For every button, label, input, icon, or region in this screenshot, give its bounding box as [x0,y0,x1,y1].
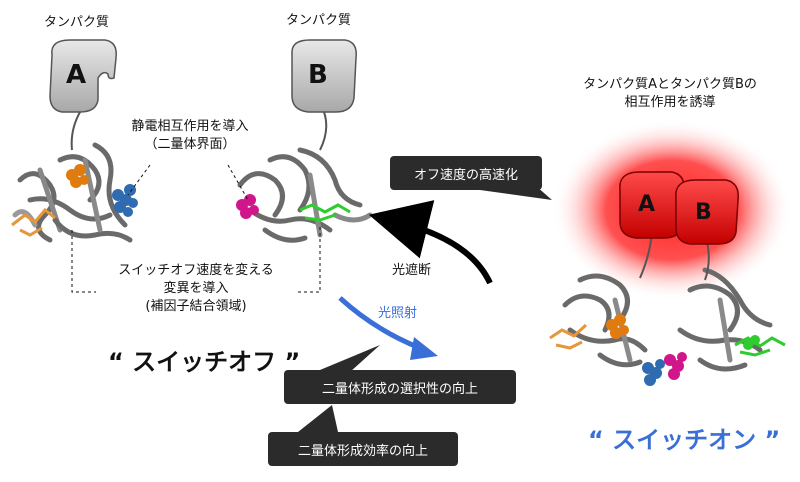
light-on-label: 光照射 [378,306,418,321]
spheres-green-right [743,335,760,350]
mutation-line3: (補因子結合領域) [145,299,247,314]
protein-b-right-letter: B [695,200,712,225]
mutation-annotation: スイッチオフ速度を変える 変異を導入 (補因子結合領域) [96,262,296,316]
protein-b-letter: B [308,60,328,90]
protein-a-caption: タンパク質 [44,15,110,30]
spheres-orange-left [66,164,89,188]
efficiency-box: 二量体形成効率の向上 [268,432,458,466]
protein-a-letter: A [66,60,87,90]
protein-a-linker [70,111,81,151]
protein-b-shape [291,39,358,113]
cofactor-green-left [299,203,351,222]
electrostatic-line1: 静電相互作用を導入 [131,119,249,134]
induce-line1: タンパク質Aとタンパク質Bの [583,77,757,92]
structure-right [562,267,773,372]
mutation-line1: スイッチオフ速度を変える [118,263,274,278]
switch-off-label: “ スイッチオフ ” [108,348,301,376]
protein-a-shape [49,39,118,113]
spheres-magenta-left [236,194,259,219]
spheres-magenta-right [664,352,687,380]
spheres-blue-right [642,359,665,386]
cofactor-orange-right [549,323,588,350]
structure-a [12,142,133,243]
electrostatic-annotation: 静電相互作用を導入 （二量体界面） [110,118,270,154]
protein-b-caption: タンパク質 [286,13,352,28]
cofactor-green-right [734,336,786,357]
protein-b-left [291,39,358,151]
efficiency-tail [298,405,338,432]
protein-a-left [49,39,118,151]
spheres-blue-left [112,184,138,217]
structure-b [237,147,373,243]
light-off-arrow [368,200,493,285]
cofactor-orange-left [11,207,56,237]
protein-a-right-letter: A [638,192,656,217]
off-speed-box: オフ速度の高速化 [390,156,542,190]
induce-line2: 相互作用を誘導 [624,95,716,110]
light-on-arrow-head [410,337,438,360]
switch-on-label: “ スイッチオン ” [588,426,781,454]
selectivity-tail [320,345,380,372]
light-off-label: 光遮断 [392,263,432,278]
electrostatic-line2: （二量体界面） [144,137,236,152]
protein-b-linker [319,111,328,151]
protein-b-right [675,179,739,245]
light-on-arrow-line [338,296,421,351]
mutation-line2: 変異を導入 [163,281,229,296]
selectivity-box: 二量体形成の選択性の向上 [284,370,516,404]
induce-annotation: タンパク質Aとタンパク質Bの 相互作用を誘導 [560,76,780,112]
spheres-orange-right [606,314,629,339]
